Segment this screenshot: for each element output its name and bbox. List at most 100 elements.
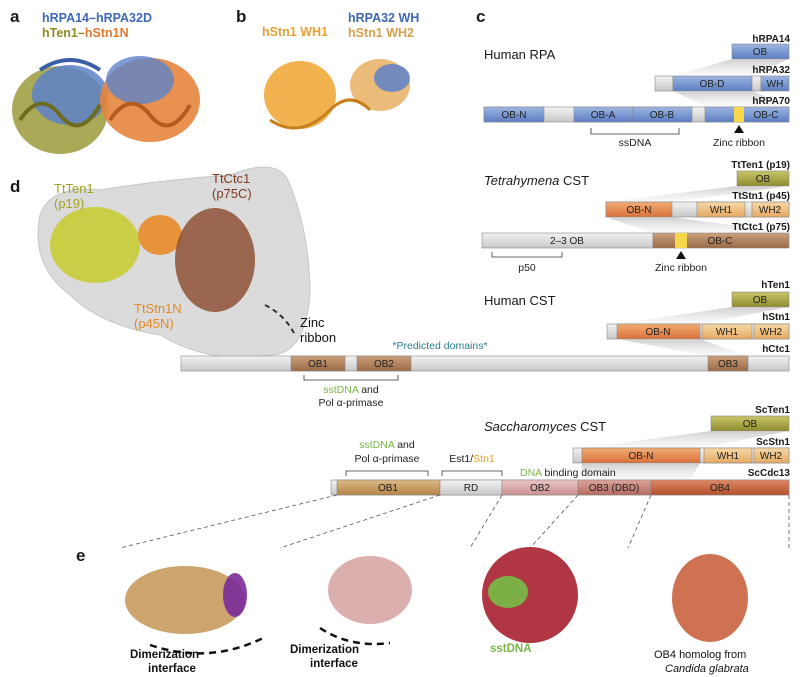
hrpa32-wh-domain	[760, 75, 790, 92]
scstn1-wh1-domain	[703, 447, 753, 464]
panel-a-title-line1: hRPA14–hRPA32D	[42, 11, 152, 25]
hctc1-ob1-domain	[290, 355, 346, 372]
ttctc1-obc-label: OB-C	[708, 236, 733, 247]
ob2-structure	[328, 556, 412, 624]
dimer2-line1: Dimerization	[290, 644, 359, 656]
ttctc1-zinc-label: Zinc ribbon	[655, 262, 707, 274]
scten1-ob-label: OB	[743, 419, 758, 430]
ob4-caption-line1: OB4 homolog from	[654, 649, 746, 661]
ttctc1-p50-label: p50	[518, 262, 536, 274]
sccdc13-ob3-label: OB3 (DBD)	[589, 483, 640, 494]
sc-and-label: and	[394, 439, 415, 451]
svg-text:Saccharomyces CST: Saccharomyces CST	[484, 419, 606, 434]
dimerization-interface-1-line	[149, 635, 266, 655]
ttstn1-name: TtStn1 (p45)	[732, 191, 790, 202]
sc-sstdna-label: sstDNA	[359, 439, 395, 451]
sccdc13-ob2-label: OB2	[530, 483, 550, 494]
hctc1-sstdna-label: sstDNA	[323, 384, 359, 396]
hrpa70-obn-label: OB-N	[502, 110, 527, 121]
dimer2-line2: interface	[310, 658, 358, 670]
ttctc1-zinc-arrow	[676, 251, 686, 259]
ttctc1-name: TtCtc1 (p75)	[732, 222, 790, 233]
scstn1-obn-label: OB-N	[629, 451, 654, 462]
tetrahymena-cst-group: Tetrahymena CST TtTen1 (p19) OB TtStn1 (…	[481, 160, 790, 274]
ttstn1-obn-label: OB-N	[627, 205, 652, 216]
sc-est1-label: Est1/	[449, 453, 473, 465]
hrpa70-oba-label: OB-A	[591, 110, 616, 121]
hctc1-and-label: and	[358, 384, 379, 396]
panel-b-left-title: hStn1 WH1	[262, 25, 328, 39]
svg-text:hTen1–hStn1N: hTen1–hStn1N	[42, 26, 129, 40]
panel-c-label: c	[476, 7, 485, 26]
ob4-caption-line2: Candida glabrata	[665, 663, 749, 675]
svg-text:sstDNA and: sstDNA and	[323, 384, 379, 396]
hstn1-obn-label: OB-N	[646, 327, 671, 338]
hten1-ob-label: OB	[753, 295, 768, 306]
panel-a-hten1: hTen1–	[42, 26, 85, 40]
hctc1-ob3-label: OB3	[718, 359, 738, 370]
panel-d-label: d	[10, 177, 20, 196]
panel-d-structure: TtTen1 (p19) TtCtc1 (p75C) TtStn1N (p45N…	[37, 166, 336, 358]
ob3-structure	[482, 547, 578, 643]
sc-dna-label: DNA	[520, 467, 542, 479]
scstn1-wh2-label: WH2	[760, 451, 783, 462]
hrpa70-zinc-ribbon	[734, 107, 744, 122]
ttstn1-wh2-domain	[751, 201, 790, 218]
panel-d-ttctc1: TtCtc1	[212, 171, 250, 186]
panel-d-p19: (p19)	[54, 196, 84, 211]
tetra-title-rest: CST	[559, 173, 589, 188]
hctc1-ob2-domain	[356, 355, 412, 372]
hrpa70-ssdna-label: ssDNA	[619, 137, 652, 149]
scstn1-wh1-label: WH1	[717, 451, 740, 462]
panel-b-right-title1: hRPA32 WH	[348, 11, 419, 25]
panel-e-structures: Dimerization interface Dimerization inte…	[125, 547, 749, 675]
sccdc13-name: ScCdc13	[748, 468, 791, 479]
dimer1-line2: interface	[148, 663, 196, 675]
hten1-name: hTen1	[761, 280, 790, 291]
sc-title-rest: CST	[576, 419, 606, 434]
sc-binding-label: binding domain	[542, 467, 616, 479]
hrpa70-obb-label: OB-B	[650, 110, 675, 121]
scten1-name: ScTen1	[755, 405, 790, 416]
ttctc1-zinc-ribbon	[675, 233, 687, 248]
tetra-title-italic: Tetrahymena	[484, 173, 559, 188]
hrpa14-ob-label: OB	[753, 47, 768, 58]
hctc1-predicted-note: *Predicted domains*	[392, 340, 487, 352]
dimer1-line1: Dimerization	[130, 649, 199, 661]
ttten1-name: TtTen1 (p19)	[731, 160, 790, 171]
sc-pol-label: Pol α-primase	[354, 453, 419, 465]
hctc1-name: hCtc1	[762, 344, 790, 355]
saccharomyces-cst-group: Saccharomyces CST ScTen1 OB ScStn1 OB-N …	[119, 405, 791, 549]
svg-text:Tetrahymena CST: Tetrahymena CST	[484, 173, 589, 188]
hctc1-ob2-label: OB2	[374, 359, 394, 370]
ttctc1-23ob-label: 2–3 OB	[550, 236, 584, 247]
hrpa70-obb-domain	[632, 106, 693, 123]
dimerization-interface-2-line	[319, 626, 391, 646]
ob3-sstdna	[488, 576, 528, 608]
panel-e-sstdna-label: sstDNA	[490, 643, 532, 655]
hrpa70-name: hRPA70	[752, 96, 790, 107]
ttstn1-wh1-domain	[696, 201, 746, 218]
svg-text:DNA binding domain: DNA binding domain	[520, 467, 616, 479]
human-cst-title: Human CST	[484, 293, 556, 308]
hctc1-bar	[180, 355, 790, 372]
scstn1-wh2-domain	[753, 447, 790, 464]
ob1-structure	[125, 566, 245, 634]
hrpa70-obn-domain	[483, 106, 545, 123]
hctc1-pol-label: Pol α-primase	[318, 397, 383, 409]
hstn1-wh1-domain	[701, 323, 753, 340]
panel-a-label: a	[10, 7, 20, 26]
hctc1-ob1-label: OB1	[308, 359, 328, 370]
hrpa70-zinc-label: Zinc ribbon	[713, 137, 765, 149]
ttstn1-wh1-label: WH1	[710, 205, 733, 216]
panel-b-structure: hStn1 WH1 hRPA32 WH hStn1 WH2	[262, 11, 419, 130]
hrpa14-name: hRPA14	[752, 34, 790, 45]
panel-d-ttten1: TtTen1	[54, 181, 94, 196]
hrpa32-obd-label: OB-D	[700, 79, 725, 90]
hctc1-ob3-domain	[707, 355, 749, 372]
panel-e-label: e	[76, 546, 85, 565]
panel-d-zinc2: ribbon	[300, 330, 336, 345]
panel-a-hstn1n: hStn1N	[85, 26, 129, 40]
human-rpa-title: Human RPA	[484, 47, 556, 62]
